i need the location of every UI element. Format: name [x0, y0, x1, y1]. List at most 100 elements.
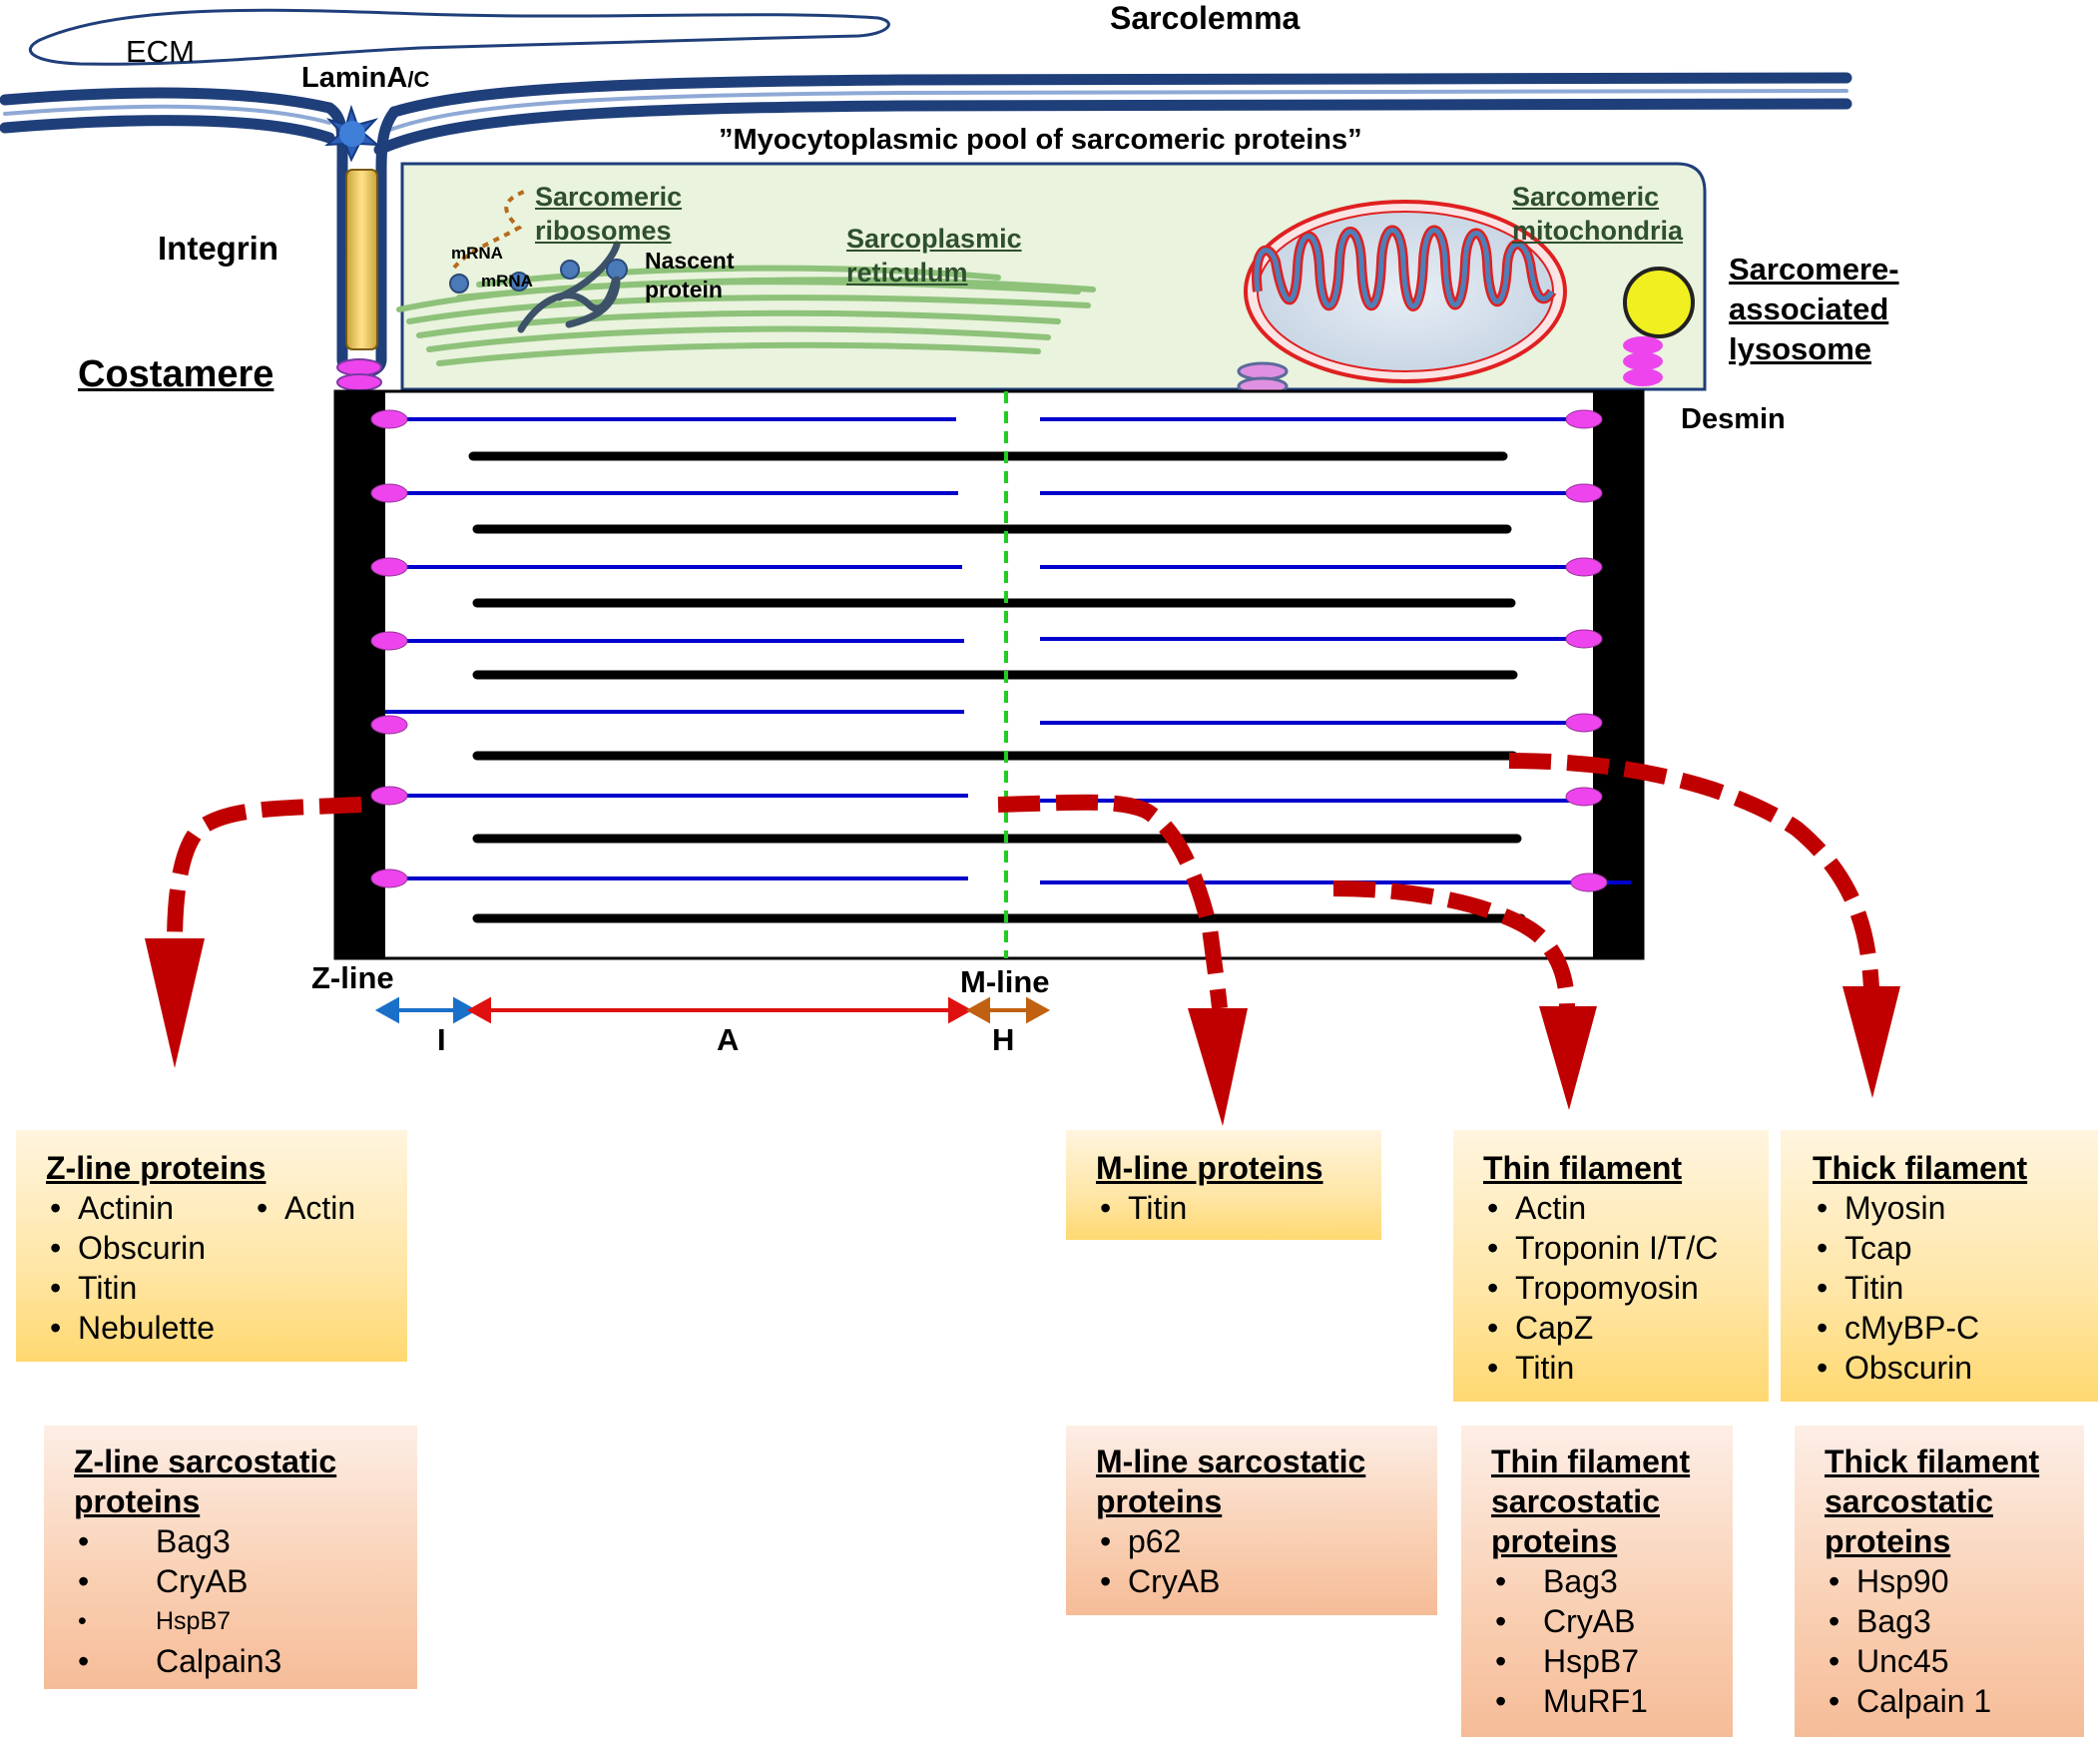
pool-title: ”Myocytoplasmic pool of sarcomeric prote…: [719, 124, 1362, 156]
list-item: Bag3: [1825, 1601, 2054, 1641]
band-a-label: A: [717, 1022, 740, 1057]
zline-sarcostatic-box: Z-line sarcostatic proteins Bag3 CryAB H…: [44, 1426, 417, 1689]
lysosome-label-1: Sarcomere-: [1729, 252, 1899, 287]
integrin-label: Integrin: [158, 230, 278, 267]
list-item: CryAB: [1491, 1601, 1703, 1641]
nascent-label-2: protein: [645, 277, 723, 302]
list-item: Calpain3: [74, 1641, 387, 1681]
list-item: MuRF1: [1491, 1681, 1703, 1721]
thin-filament-box: Thin filament Actin Troponin I/T/C Tropo…: [1453, 1130, 1769, 1402]
sarcolemma-label: Sarcolemma: [1110, 0, 1301, 36]
band-i-label: I: [437, 1022, 446, 1057]
thin-sarcostatic-title: Thin filament sarcostatic proteins: [1491, 1444, 1691, 1559]
nascent-label-1: Nascent: [645, 248, 735, 274]
list-item: Bag3: [1491, 1561, 1703, 1601]
band-h-arrow: [965, 996, 1051, 1024]
sr-label-2: reticulum: [846, 258, 968, 288]
mline-sarcostatic-title: M-line sarcostatic proteins: [1096, 1444, 1366, 1519]
list-item: Nebulette: [46, 1308, 215, 1348]
arrow-to-mline: [997, 794, 1248, 1126]
list-item: HspB7: [1491, 1641, 1703, 1681]
thick-filaments: [468, 451, 1526, 923]
sarcolemma-membrane: [0, 72, 1852, 378]
mito-label-2: mitochondria: [1512, 216, 1684, 246]
mline-proteins-box: M-line proteins Titin: [1066, 1130, 1381, 1240]
band-a-arrow: [466, 996, 973, 1024]
list-item: Actin: [1483, 1188, 1739, 1228]
list-item: CryAB: [74, 1561, 387, 1601]
lysosome-icon: [1623, 267, 1695, 386]
lamin-label: LaminA/C: [301, 62, 429, 95]
list-item: Unc45: [1825, 1641, 2054, 1681]
zline-sarcostatic-title: Z-line sarcostatic proteins: [74, 1444, 337, 1519]
ecm-outline: [28, 8, 890, 66]
ribosomes-label-2: ribosomes: [535, 216, 672, 246]
list-item: Titin: [46, 1268, 215, 1308]
mline-label: M-line: [960, 964, 1050, 999]
lysosome-label-3: lysosome: [1729, 331, 1872, 366]
list-item: Obscurin: [46, 1228, 215, 1268]
lamin-label-suffix: /C: [407, 67, 430, 92]
list-item: Titin: [1096, 1188, 1351, 1228]
desmin-label: Desmin: [1681, 403, 1786, 435]
thin-sarcostatic-box: Thin filament sarcostatic proteins Bag3 …: [1461, 1426, 1733, 1737]
arrow-to-thin: [1332, 880, 1597, 1110]
lamin-star-icon: [324, 104, 380, 163]
thin-filament-title: Thin filament: [1483, 1150, 1683, 1186]
mitochondrion-icon: [1244, 200, 1567, 383]
list-item: Calpain 1: [1825, 1681, 2054, 1721]
list-item: Tropomyosin: [1483, 1268, 1739, 1308]
thin-filaments: [385, 417, 1631, 884]
list-item: Hsp90: [1825, 1561, 2054, 1601]
mline-proteins-list: Titin: [1096, 1188, 1351, 1228]
mrna-label-2: mRNA: [481, 272, 533, 290]
thin-filament-list: Actin Troponin I/T/C Tropomyosin CapZ Ti…: [1483, 1188, 1739, 1388]
list-item: Tcap: [1813, 1228, 2066, 1268]
lysosome-label-2: associated: [1729, 291, 1889, 326]
z-disc-left: [335, 391, 385, 958]
nascent-protein-chain: [565, 276, 621, 328]
list-item: p62: [1096, 1521, 1407, 1561]
list-item: cMyBP-C: [1813, 1308, 2066, 1348]
list-item: Obscurin: [1813, 1348, 2066, 1388]
sr-label-1: Sarcoplasmic: [846, 224, 1022, 254]
thick-filament-box: Thick filament Myosin Tcap Titin cMyBP-C…: [1781, 1130, 2098, 1402]
costamere-label: Costamere: [78, 353, 274, 395]
list-item: Actinin: [46, 1188, 215, 1228]
list-item: Actin: [253, 1188, 355, 1228]
band-i-arrow: [374, 996, 478, 1024]
thick-sarcostatic-list: Hsp90 Bag3 Unc45 Calpain 1: [1825, 1561, 2054, 1721]
zline-proteins-col2: Actin: [253, 1188, 355, 1348]
mrna-strand: [452, 190, 525, 270]
ribosomes-label-1: Sarcomeric: [535, 182, 683, 212]
list-item: Myosin: [1813, 1188, 2066, 1228]
arrow-to-zline: [145, 797, 362, 1068]
mline-sarcostatic-box: M-line sarcostatic proteins p62 CryAB: [1066, 1426, 1437, 1615]
zline-proteins-col1: Actinin Obscurin Titin Nebulette: [46, 1188, 215, 1348]
arrow-to-thick: [1508, 753, 1900, 1098]
thick-filament-title: Thick filament: [1813, 1150, 2028, 1186]
thick-filament-list: Myosin Tcap Titin cMyBP-C Obscurin: [1813, 1188, 2066, 1388]
zline-proteins-box: Z-line proteins Actinin Obscurin Titin N…: [16, 1130, 407, 1362]
titin-anchor-dots: [370, 409, 1608, 892]
mline-proteins-title: M-line proteins: [1096, 1150, 1323, 1186]
z-disc-right: [1593, 391, 1643, 958]
mline-sarcostatic-list: p62 CryAB: [1096, 1521, 1407, 1601]
list-item: CryAB: [1096, 1561, 1407, 1601]
sarcoplasmic-reticulum: [396, 265, 1096, 366]
mrna-label-1: mRNA: [451, 244, 503, 263]
ribosome-icons: [449, 259, 628, 293]
thick-sarcostatic-box: Thick filament sarcostatic proteins Hsp9…: [1795, 1426, 2084, 1737]
zline-sarcostatic-list: Bag3 CryAB HspB7 Calpain3: [74, 1521, 387, 1681]
band-h-label: H: [992, 1022, 1015, 1057]
list-item: Titin: [1813, 1268, 2066, 1308]
list-item: Troponin I/T/C: [1483, 1228, 1739, 1268]
list-item: Titin: [1483, 1348, 1739, 1388]
list-item: Bag3: [74, 1521, 387, 1561]
thin-sarcostatic-list: Bag3 CryAB HspB7 MuRF1: [1491, 1561, 1703, 1721]
integrin-rod: [345, 169, 378, 350]
list-item: HspB7: [74, 1601, 387, 1641]
nascent-protein-2: [555, 241, 621, 301]
thick-sarcostatic-title: Thick filament sarcostatic proteins: [1825, 1444, 2040, 1559]
